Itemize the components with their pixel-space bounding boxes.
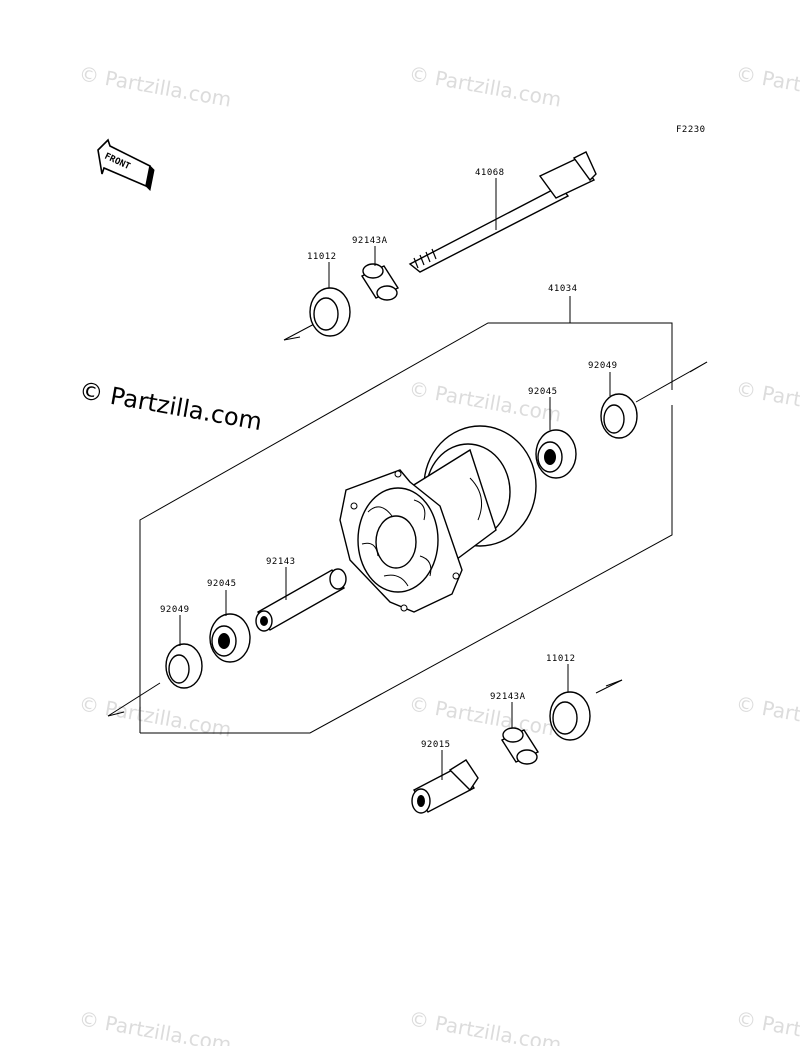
- watermark: © Partzilla.com: [77, 691, 233, 741]
- watermark: © Partzilla.com: [407, 1006, 563, 1046]
- watermark: © Partzilla.com: [734, 691, 800, 741]
- spacer-bottom: 92143A: [490, 692, 540, 765]
- spacer-tube: 92143: [255, 557, 347, 632]
- watermark: © Partzilla.com: [77, 1006, 233, 1046]
- bearing-right: 92045: [528, 387, 577, 479]
- watermark: © Partzilla.com: [77, 61, 233, 111]
- spacer-top: 92143A: [352, 236, 400, 301]
- watermark: © Partzilla.com: [407, 61, 563, 111]
- label-spacer-bottom: 92143A: [490, 692, 526, 702]
- watermark: © Partzilla.com: [734, 1006, 800, 1046]
- partzilla-credit: © Partzilla.com: [77, 376, 264, 436]
- label-hub: 41034: [548, 284, 578, 294]
- watermark: © Partzilla.com: [407, 691, 563, 741]
- label-seal-left: 92049: [160, 605, 190, 615]
- seal-top: 11012: [307, 252, 351, 337]
- diagram-code: F2230: [676, 125, 706, 135]
- label-spacer-top: 92143A: [352, 236, 388, 246]
- watermark: © Partzilla.com: [734, 376, 800, 426]
- watermark: © Partzilla.com: [734, 61, 800, 111]
- axle: 41068: [408, 151, 597, 273]
- label-bearing-right: 92045: [528, 387, 558, 397]
- label-axle: 41068: [475, 168, 505, 178]
- label-collar: 92015: [421, 740, 451, 750]
- bearing-left: 92045: [207, 579, 251, 663]
- collar: 92015: [411, 740, 479, 814]
- assembly-bracket: [107, 296, 708, 734]
- wheel-hub: [339, 425, 537, 613]
- label-seal-bottom: 11012: [546, 654, 576, 664]
- label-bearing-left: 92045: [207, 579, 237, 589]
- label-seal-top: 11012: [307, 252, 337, 262]
- seal-bottom: 11012: [546, 654, 591, 741]
- front-arrow-icon: FRONT: [97, 138, 155, 192]
- label-seal-right: 92049: [588, 361, 618, 371]
- seal-left: 92049: [160, 605, 203, 689]
- watermark: © Partzilla.com: [407, 376, 563, 426]
- label-spacer-tube: 92143: [266, 557, 296, 567]
- seal-right: 92049: [588, 361, 638, 439]
